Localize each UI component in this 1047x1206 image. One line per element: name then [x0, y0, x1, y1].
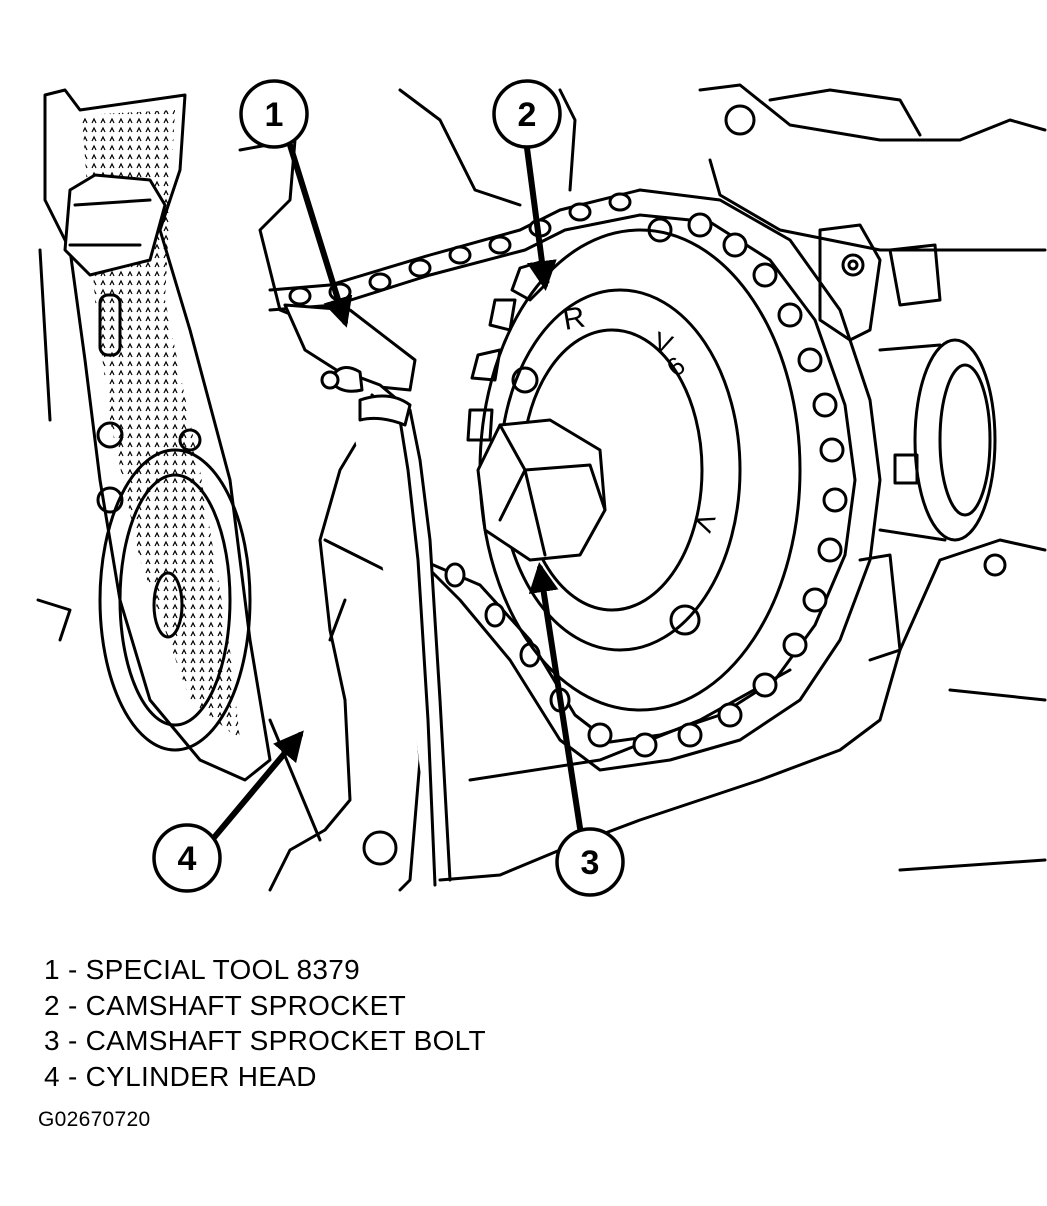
leader-arrow-2 — [524, 145, 557, 291]
leader-arrow-4 — [209, 730, 304, 843]
leader-arrow-3 — [528, 562, 583, 831]
phaser-housing — [818, 223, 1007, 662]
engine-timing-illustration: R V 6 < 1 2 — [36, 79, 1047, 897]
callout-3: 3 — [555, 827, 625, 897]
figure-id: G02670720 — [38, 1108, 151, 1131]
callout-label-4: 4 — [178, 840, 197, 878]
sprocket-mark-arrow: < — [689, 502, 721, 545]
callout-1: 1 — [239, 79, 309, 149]
legend: 1 - SPECIAL TOOL 8379 2 - CAMSHAFT SPROC… — [44, 952, 486, 1094]
callout-2: 2 — [492, 79, 562, 149]
legend-item-special-tool: 1 - SPECIAL TOOL 8379 — [44, 954, 361, 985]
sprocket-mark-r: R — [560, 301, 587, 337]
callout-label-1: 1 — [265, 96, 284, 134]
legend-item-cylinder-head: 4 - CYLINDER HEAD — [44, 1060, 317, 1092]
legend-item-camshaft-sprocket-bolt: 3 - CAMSHAFT SPROCKET BOLT — [44, 1025, 486, 1056]
sprocket-mark-6: 6 — [661, 350, 691, 382]
callout-label-2: 2 — [518, 96, 537, 134]
crank-pulley — [98, 448, 252, 752]
cylinder-head — [238, 83, 1047, 892]
callout-label-3: 3 — [581, 844, 600, 882]
special-tool-8379 — [283, 303, 452, 887]
camshaft-sprocket-bolt — [476, 418, 607, 562]
callout-4: 4 — [152, 823, 222, 893]
leader-arrow-1 — [287, 142, 353, 328]
legend-item-camshaft-sprocket: 2 - CAMSHAFT SPROCKET — [44, 989, 407, 1021]
timing-cover — [36, 88, 272, 782]
